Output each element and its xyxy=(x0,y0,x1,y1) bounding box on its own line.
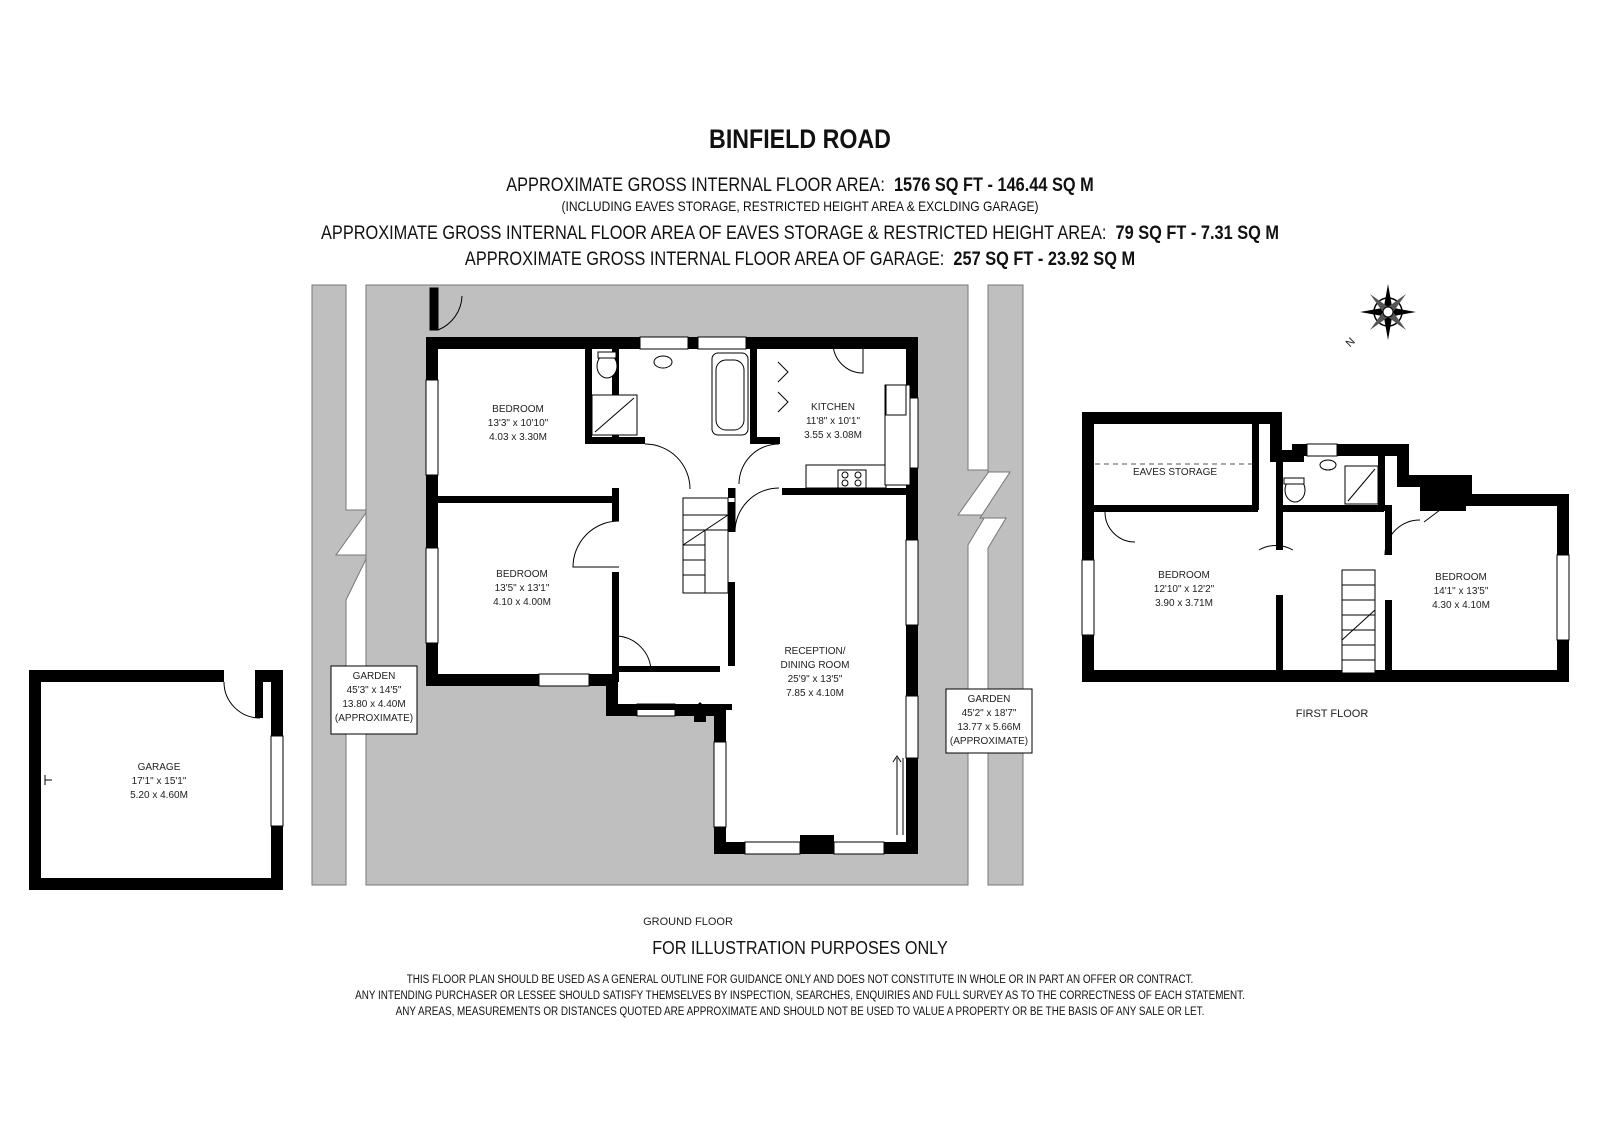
svg-text:4.30 x 4.10M: 4.30 x 4.10M xyxy=(1432,600,1490,611)
room-label-garage: GARAGE 17'1" x 15'1" 5.20 x 4.60M xyxy=(130,762,188,801)
entrance-arrow-icon xyxy=(688,702,712,722)
svg-text:45'3" x 14'5": 45'3" x 14'5" xyxy=(347,685,402,696)
eaves-area-line: APPROXIMATE GROSS INTERNAL FLOOR AREA OF… xyxy=(112,223,1488,245)
gross-area-note: (INCLUDING EAVES STORAGE, RESTRICTED HEI… xyxy=(561,198,1039,214)
page-title: BINFIELD ROAD xyxy=(709,124,891,154)
room-label-bedroom-1: BEDROOM 13'3" x 10'10" 4.03 x 3.30M xyxy=(488,404,549,443)
compass-north-label: N xyxy=(1344,336,1358,350)
svg-text:11'8" x 10'1": 11'8" x 10'1" xyxy=(806,416,861,427)
svg-text:RECEPTION/: RECEPTION/ xyxy=(784,646,845,657)
room-label-garden-right: GARDEN 45'2" x 18'7" 13.77 x 5.66M (APPR… xyxy=(945,688,1033,754)
garage-area-label: APPROXIMATE GROSS INTERNAL FLOOR AREA OF… xyxy=(464,249,945,270)
garage-plan xyxy=(29,670,284,890)
ground-staircase xyxy=(682,497,729,594)
svg-text:13.80 x 4.40M: 13.80 x 4.40M xyxy=(342,699,405,710)
compass-icon xyxy=(1360,284,1416,340)
disclaimer-line-1: THIS FLOOR PLAN SHOULD BE USED AS A GENE… xyxy=(406,974,1194,986)
door-swings xyxy=(572,342,864,673)
svg-text:KITCHEN: KITCHEN xyxy=(811,402,855,413)
internal-walls xyxy=(432,343,912,710)
windows xyxy=(425,336,919,855)
garden-door xyxy=(429,287,463,331)
svg-text:(APPROXIMATE): (APPROXIMATE) xyxy=(950,736,1028,747)
svg-text:14'1" x 13'5": 14'1" x 13'5" xyxy=(1434,586,1489,597)
svg-text:BEDROOM: BEDROOM xyxy=(1435,572,1487,583)
svg-text:5.20 x 4.60M: 5.20 x 4.60M xyxy=(130,790,188,801)
gross-area-value: 1576 SQ FT - 146.44 SQ M xyxy=(893,175,1094,196)
svg-text:17'1" x 15'1": 17'1" x 15'1" xyxy=(132,776,187,787)
garage-area-value: 257 SQ FT - 23.92 SQ M xyxy=(953,249,1136,270)
eaves-area-label: APPROXIMATE GROSS INTERNAL FLOOR AREA OF… xyxy=(321,223,1107,244)
svg-text:13'3" x 10'10": 13'3" x 10'10" xyxy=(488,418,549,429)
svg-text:3.55 x 3.08M: 3.55 x 3.08M xyxy=(804,430,862,441)
svg-text:(APPROXIMATE): (APPROXIMATE) xyxy=(335,713,413,724)
disclaimer-line-3: ANY AREAS, MEASUREMENTS OR DISTANCES QUO… xyxy=(395,1006,1205,1018)
garage-area-line: APPROXIMATE GROSS INTERNAL FLOOR AREA OF… xyxy=(112,249,1488,271)
svg-text:GARDEN: GARDEN xyxy=(968,694,1011,705)
svg-text:DINING ROOM: DINING ROOM xyxy=(781,660,850,671)
room-label-reception: RECEPTION/ DINING ROOM 25'9" x 13'5" 7.8… xyxy=(781,646,850,699)
fireplace xyxy=(800,835,834,849)
svg-text:45'2" x 18'7": 45'2" x 18'7" xyxy=(962,708,1017,719)
gross-area-line: APPROXIMATE GROSS INTERNAL FLOOR AREA: 1… xyxy=(112,175,1488,197)
room-label-bedroom-2: BEDROOM 13'5" x 13'1" 4.10 x 4.00M xyxy=(493,569,551,608)
svg-text:BEDROOM: BEDROOM xyxy=(492,404,544,415)
disclaimer-line-2: ANY INTENDING PURCHASER OR LESSEE SHOULD… xyxy=(355,990,1245,1002)
sliding-door xyxy=(892,755,904,835)
eaves-area-value: 79 SQ FT - 7.31 SQ M xyxy=(1115,223,1279,244)
svg-text:13'5" x 13'1": 13'5" x 13'1" xyxy=(495,583,550,594)
room-label-kitchen: KITCHEN 11'8" x 10'1" 3.55 x 3.08M xyxy=(804,402,862,441)
svg-text:12'10" x 12'2": 12'10" x 12'2" xyxy=(1154,584,1215,595)
room-label-bedroom-4: BEDROOM 14'1" x 13'5" 4.30 x 4.10M xyxy=(1432,572,1490,611)
ground-floor-plan xyxy=(425,287,919,855)
gross-area-label: APPROXIMATE GROSS INTERNAL FLOOR AREA: xyxy=(506,175,885,196)
svg-text:4.10 x 4.00M: 4.10 x 4.00M xyxy=(493,597,551,608)
illustration-notice: FOR ILLUSTRATION PURPOSES ONLY xyxy=(652,938,948,958)
first-floor-label: FIRST FLOOR xyxy=(1296,708,1369,720)
svg-text:7.85 x 4.10M: 7.85 x 4.10M xyxy=(786,688,844,699)
svg-text:25'9" x 13'5": 25'9" x 13'5" xyxy=(788,674,843,685)
svg-text:BEDROOM: BEDROOM xyxy=(1158,570,1210,581)
room-label-bedroom-3: BEDROOM 12'10" x 12'2" 3.90 x 3.71M xyxy=(1154,570,1215,609)
svg-text:GARAGE: GARAGE xyxy=(138,762,181,773)
svg-text:BEDROOM: BEDROOM xyxy=(496,569,548,580)
room-label-garden-left: GARDEN 45'3" x 14'5" 13.80 x 4.40M (APPR… xyxy=(330,665,418,735)
svg-text:3.90 x 3.71M: 3.90 x 3.71M xyxy=(1155,598,1213,609)
svg-text:4.03 x 3.30M: 4.03 x 3.30M xyxy=(489,432,547,443)
room-label-eaves-storage: EAVES STORAGE xyxy=(1133,467,1217,478)
first-floor-plan xyxy=(1081,412,1570,682)
svg-text:EAVES STORAGE: EAVES STORAGE xyxy=(1133,467,1217,478)
svg-text:GARDEN: GARDEN xyxy=(353,671,396,682)
kitchen-fittings xyxy=(805,384,911,489)
bathroom-fittings xyxy=(591,351,749,436)
ground-floor-label: GROUND FLOOR xyxy=(643,916,733,928)
svg-text:13.77 x 5.66M: 13.77 x 5.66M xyxy=(957,722,1020,733)
